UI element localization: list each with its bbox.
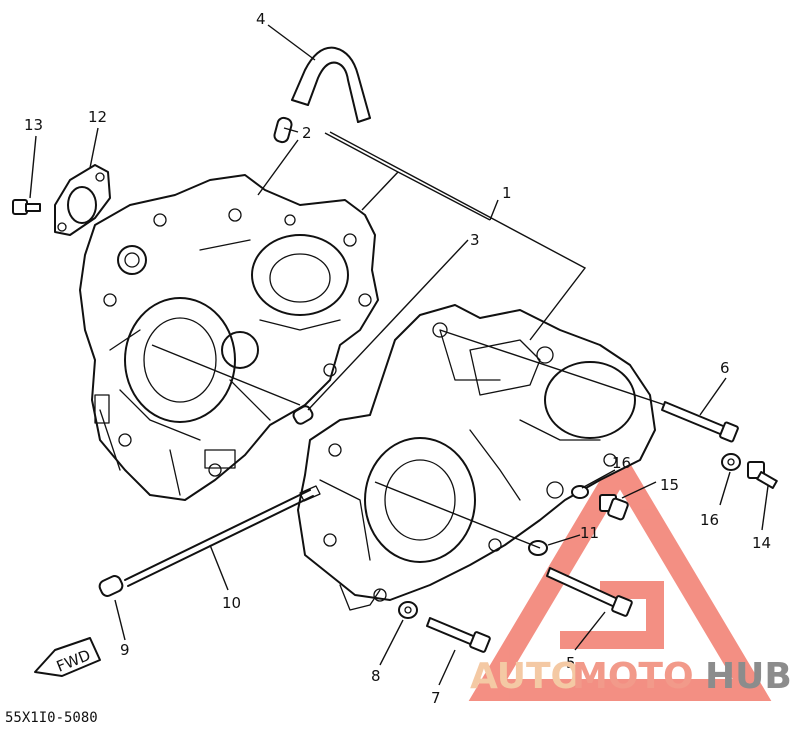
washer-8 xyxy=(398,601,418,619)
part-label-7: 7 xyxy=(431,689,441,707)
leader-lines xyxy=(29,24,769,686)
fwd-arrow: FWD xyxy=(34,637,101,677)
washer-16-left xyxy=(571,485,589,499)
bolt-5 xyxy=(546,567,633,617)
part-label-1: 1 xyxy=(502,184,512,202)
dowel-pin-2 xyxy=(273,116,293,144)
long-bolt-6 xyxy=(661,401,739,443)
washer-16-right xyxy=(721,453,741,471)
part-label-6: 6 xyxy=(720,359,730,377)
part-label-10: 10 xyxy=(222,594,241,612)
stud-bolt-10 xyxy=(124,485,321,587)
left-crankcase xyxy=(79,174,379,501)
part-label-16a: 16 xyxy=(612,454,631,472)
watermark-text: AUTO MOTO HUB xyxy=(470,656,792,697)
part-label-12: 12 xyxy=(88,108,107,126)
bolt-13 xyxy=(12,199,41,215)
pin-9 xyxy=(98,575,124,597)
part-labels: 1 2 3 4 5 6 7 8 9 10 11 12 13 14 15 16 1… xyxy=(24,10,771,707)
part-label-3: 3 xyxy=(470,231,480,249)
dowel-11 xyxy=(528,540,548,556)
part-label-4: 4 xyxy=(256,10,266,28)
bolt-14 xyxy=(747,461,778,489)
right-crankcase xyxy=(297,304,656,611)
part-label-2: 2 xyxy=(302,124,312,142)
part-label-11: 11 xyxy=(580,524,599,542)
gasket-12 xyxy=(54,164,111,236)
watermark-auto: AUTO xyxy=(470,656,581,697)
part-label-9: 9 xyxy=(120,641,130,659)
part-label-16b: 16 xyxy=(700,511,719,529)
breather-hose xyxy=(291,46,371,123)
bolt-7 xyxy=(426,617,491,653)
part-label-5: 5 xyxy=(566,654,576,672)
dowel-3 xyxy=(292,405,314,425)
part-label-13: 13 xyxy=(24,116,43,134)
bolt-15 xyxy=(599,494,629,521)
drawing-code: 55X1I0-5080 xyxy=(5,710,98,726)
watermark-hub: HUB xyxy=(705,656,792,697)
part-label-14: 14 xyxy=(752,534,771,552)
watermark-moto: MOTO xyxy=(572,656,694,697)
part-label-8: 8 xyxy=(371,667,381,685)
part-label-15: 15 xyxy=(660,476,679,494)
